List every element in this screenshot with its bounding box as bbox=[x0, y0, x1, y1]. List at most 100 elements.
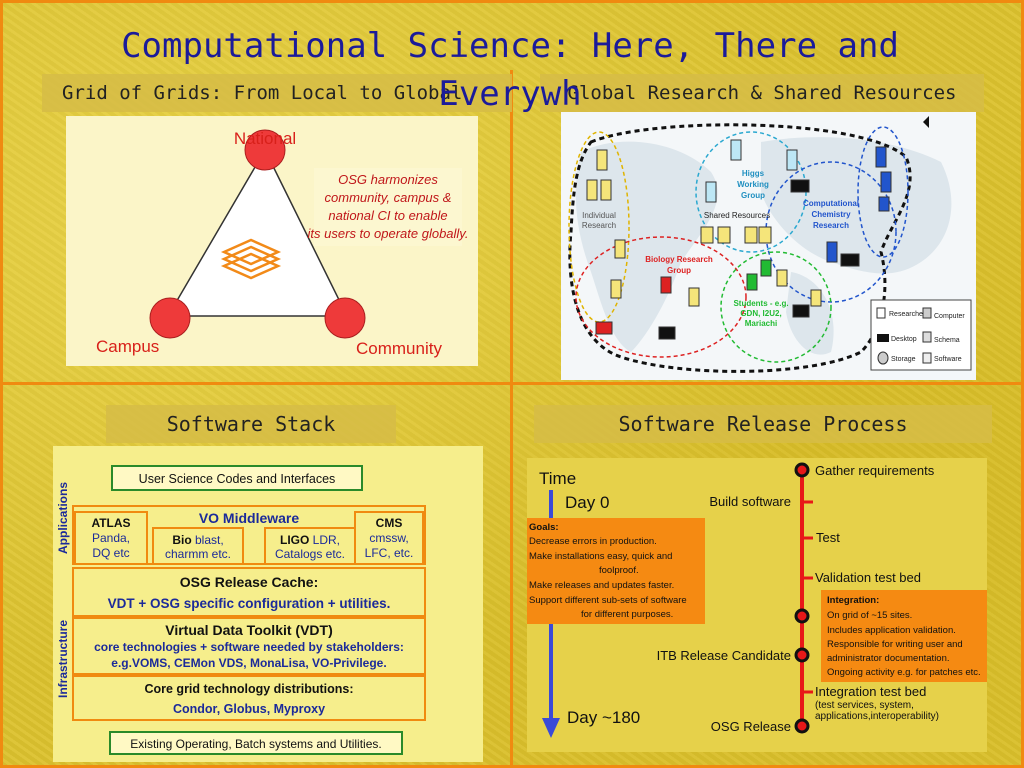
legend-storage: Storage bbox=[891, 356, 916, 363]
note-line-2: community, campus & bbox=[325, 190, 452, 205]
layers-icon bbox=[220, 238, 282, 280]
cms-box bbox=[354, 511, 424, 565]
ligo-rest: LDR, bbox=[309, 533, 340, 547]
osg-note: OSG harmonizes community, campus & natio… bbox=[308, 168, 469, 246]
core-grid-title: Core grid technology distributions: bbox=[144, 682, 353, 696]
higgs-label-1: Higgs bbox=[742, 169, 765, 178]
note-line-3: national CI to enable bbox=[328, 208, 447, 223]
integration-box bbox=[821, 590, 987, 682]
global-heading-bar: Global Research & Shared Resources bbox=[540, 74, 984, 112]
time-label: Time bbox=[539, 469, 576, 488]
goal-3: foolproof. bbox=[599, 565, 639, 576]
vdt-box bbox=[72, 617, 426, 675]
bio-label-2: Group bbox=[667, 266, 691, 275]
individual-label-1: Individual bbox=[582, 211, 616, 220]
release-heading-bar: Software Release Process bbox=[534, 405, 992, 443]
grid-heading-bar: Grid of Grids: From Local to Global bbox=[42, 74, 512, 112]
existing-box bbox=[109, 731, 403, 755]
legend-schema: Schema bbox=[934, 337, 960, 344]
step-itb: ITB Release Candidate bbox=[657, 648, 791, 663]
bio-label-1: Biology Research bbox=[645, 255, 713, 264]
integration-sub-1: (test services, system, bbox=[815, 700, 914, 711]
bio-box bbox=[152, 527, 244, 565]
higgs-label-2: Working bbox=[737, 180, 769, 189]
step-test: Test bbox=[816, 530, 840, 545]
global-research-diagram: Individual Research Shared Resources Hig… bbox=[561, 112, 976, 380]
higgs-label-3: Group bbox=[741, 191, 765, 200]
poster-title: Computational Science: Here, There and E… bbox=[121, 26, 899, 114]
integration-line-1: On grid of ~15 sites. bbox=[827, 610, 912, 621]
release-process-diagram: Time Day 0 Day ~180 Gather requirements … bbox=[527, 458, 987, 752]
national-label: National bbox=[234, 129, 296, 148]
integration-line-5: Ongoing activity e.g. for patches etc. bbox=[827, 667, 981, 678]
integration-line-2: Includes application validation. bbox=[827, 625, 956, 636]
step-integration: Integration test bed bbox=[815, 684, 926, 699]
ligo-line-2: Catalogs etc. bbox=[275, 547, 345, 561]
integration-line-4: administrator documentation. bbox=[827, 653, 950, 664]
community-label: Community bbox=[356, 339, 442, 358]
goal-1: Decrease errors in production. bbox=[529, 536, 657, 547]
campus-label: Campus bbox=[96, 337, 159, 356]
legend-computer: Computer bbox=[934, 313, 965, 320]
note-line-4: its users to operate globally. bbox=[308, 226, 469, 241]
vo-middleware-label: VO Middleware bbox=[199, 510, 300, 526]
horizontal-divider bbox=[0, 382, 1024, 385]
atlas-line-2: DQ etc bbox=[92, 546, 129, 560]
vdt-title: Virtual Data Toolkit (VDT) bbox=[165, 622, 333, 638]
release-cache-body: VDT + OSG specific configuration + utili… bbox=[108, 596, 391, 611]
students-label-2: GDN, I2U2, bbox=[740, 309, 781, 318]
atlas-box bbox=[74, 511, 148, 565]
applications-label: Applications bbox=[56, 482, 70, 554]
atlas-title: ATLAS bbox=[91, 516, 130, 530]
bio-bold: Bio bbox=[172, 533, 191, 547]
release-cache-box bbox=[72, 567, 426, 617]
integration-title: Integration: bbox=[827, 595, 879, 606]
legend-researcher: Researcher bbox=[889, 311, 926, 318]
note-line-1: OSG harmonizes bbox=[338, 172, 438, 187]
release-heading: Software Release Process bbox=[618, 412, 908, 436]
campus-node bbox=[149, 297, 191, 339]
stack-heading: Software Stack bbox=[166, 412, 336, 436]
shared-label: Shared Resources bbox=[704, 211, 770, 220]
cms-line-2: LFC, etc. bbox=[365, 546, 414, 560]
core-grid-box bbox=[72, 675, 426, 721]
vdt-line-2: e.g.VOMS, CEMon VDS, MonaLisa, VO-Privil… bbox=[111, 656, 386, 670]
user-codes-label: User Science Codes and Interfaces bbox=[139, 472, 336, 486]
students-label-1: Students - e.g. bbox=[733, 299, 788, 308]
grid-of-grids-diagram: National Campus Community OSG harmonizes… bbox=[66, 116, 478, 366]
goal-2: Make installations easy, quick and bbox=[529, 551, 672, 562]
step-gather: Gather requirements bbox=[815, 463, 935, 478]
vertical-divider bbox=[510, 70, 513, 768]
milestone-markers bbox=[794, 462, 810, 734]
stack-heading-bar: Software Stack bbox=[106, 405, 396, 443]
atlas-line-1: Panda, bbox=[92, 531, 130, 545]
infrastructure-label: Infrastructure bbox=[56, 620, 70, 698]
legend: Researcher Computer Desktop Schema Stora… bbox=[870, 299, 972, 371]
vdt-line-1: core technologies + software needed by s… bbox=[94, 640, 404, 654]
goals-title: Goals: bbox=[529, 522, 559, 533]
goal-4: Make releases and updates faster. bbox=[529, 580, 674, 591]
core-grid-body: Condor, Globus, Myproxy bbox=[173, 702, 325, 716]
community-node bbox=[324, 297, 366, 339]
step-osg: OSG Release bbox=[711, 719, 791, 734]
bio-line-1: Bio blast, bbox=[172, 533, 223, 547]
integration-sub-2: applications,interoperability) bbox=[815, 711, 939, 722]
chem-label-2: Chemistry bbox=[811, 210, 851, 219]
goal-6: for different purposes. bbox=[581, 609, 673, 620]
vo-middleware-box bbox=[72, 505, 426, 565]
goal-5: Support different sub-sets of software bbox=[529, 595, 687, 606]
release-cache-title: OSG Release Cache: bbox=[180, 574, 319, 590]
chem-label-1: Computational bbox=[803, 199, 859, 208]
ligo-line-1: LIGO LDR, bbox=[280, 533, 340, 547]
day0-label: Day 0 bbox=[565, 493, 609, 512]
students-label-3: Mariachi bbox=[745, 319, 777, 328]
chem-label-3: Research bbox=[813, 221, 849, 230]
step-validation: Validation test bed bbox=[815, 570, 921, 585]
grid-heading: Grid of Grids: From Local to Global bbox=[62, 82, 463, 104]
bio-line-2: charmm etc. bbox=[165, 547, 231, 561]
legend-desktop: Desktop bbox=[891, 336, 917, 343]
individual-label-2: Research bbox=[582, 221, 616, 230]
goals-box bbox=[527, 518, 705, 624]
cms-line-1: cmssw, bbox=[369, 531, 408, 545]
national-node bbox=[244, 129, 286, 171]
